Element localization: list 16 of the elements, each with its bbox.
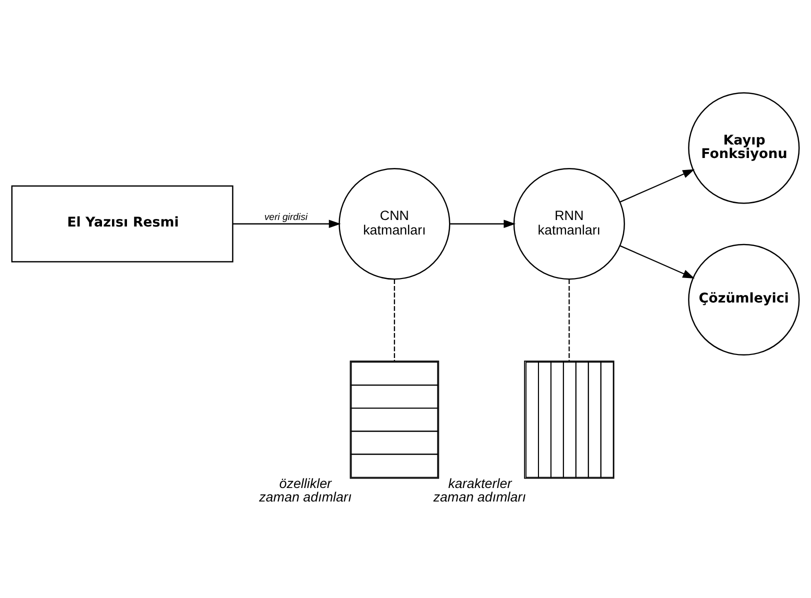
edge-label: veri girdisi	[264, 212, 308, 224]
node-label: zaman adımları	[259, 490, 352, 505]
connector	[394, 279, 396, 361]
arrow	[232, 220, 341, 228]
node-box: El Yazısı Resmi	[11, 185, 234, 262]
node-label: zaman adımları	[433, 490, 526, 505]
node-label: karakterler	[448, 476, 512, 492]
arrow	[450, 220, 516, 228]
node-circle: Kayıp Fonksiyonu	[688, 92, 800, 204]
node-circle: Çözümleyici	[688, 244, 800, 356]
node-circle: CNN katmanları	[338, 168, 450, 280]
node-circle: RNN katmanları	[513, 168, 625, 280]
arrow	[620, 169, 695, 202]
node-label: özellikler	[279, 476, 332, 492]
arrow	[620, 245, 695, 279]
connector	[568, 279, 570, 361]
